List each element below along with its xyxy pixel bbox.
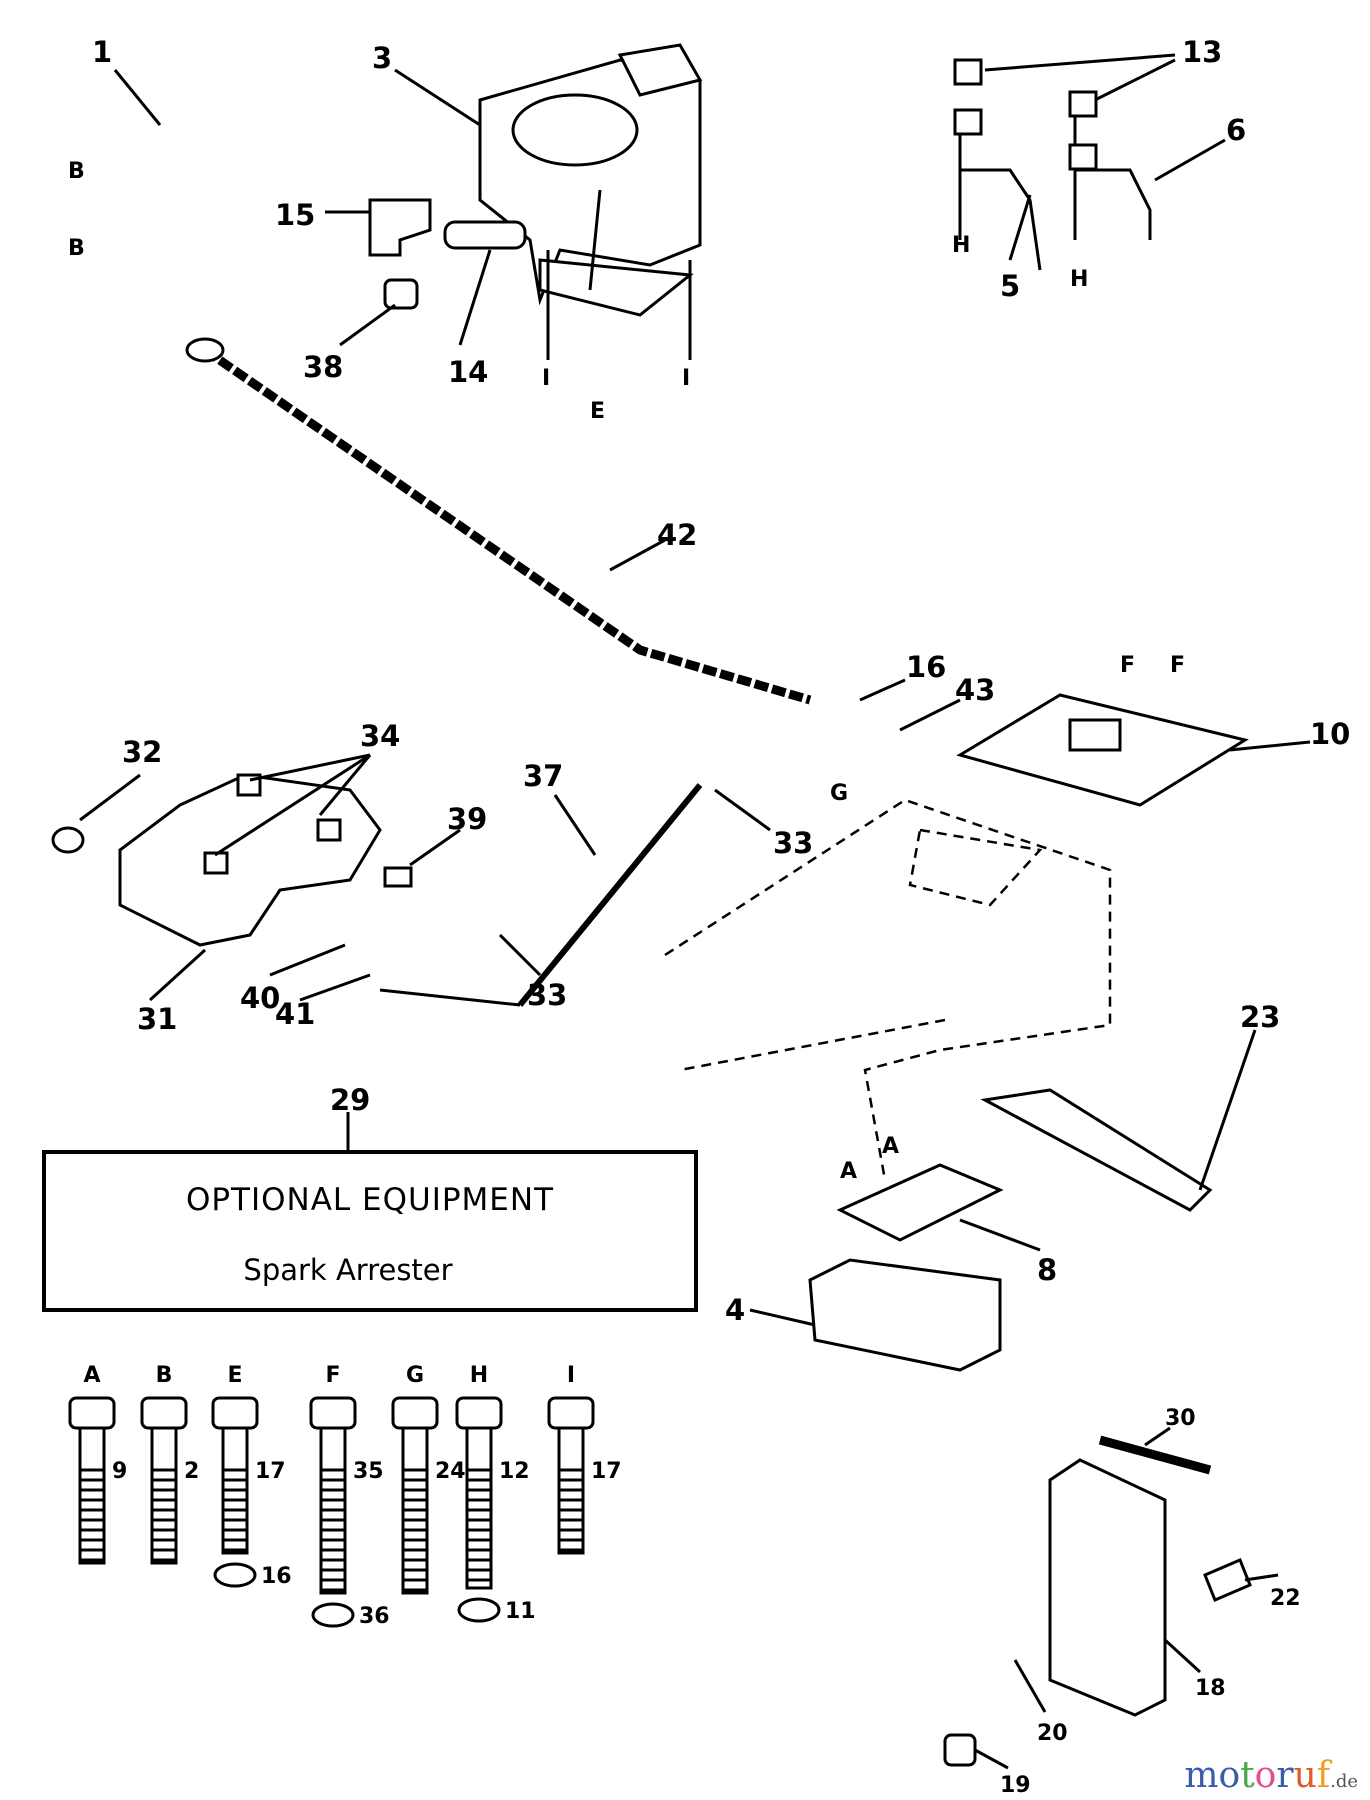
tube-part (443, 220, 527, 250)
bolt-letter: E (227, 1363, 242, 1388)
bolt-E: E 17 16 (211, 1363, 292, 1589)
ref-H: H (1070, 267, 1088, 292)
bolt-letter: A (83, 1363, 100, 1388)
fastener-references: B B H H I I E F F G A A (68, 159, 1185, 1184)
bolt-part-number: 24 (435, 1459, 466, 1484)
bolt-letter: G (406, 1363, 424, 1388)
callout-40: 40 (240, 981, 280, 1015)
bolt-part-number: 35 (353, 1459, 384, 1484)
callout-43: 43 (955, 673, 995, 707)
ref-G: G (830, 781, 848, 806)
callout-18: 18 (1195, 1676, 1226, 1701)
ref-I: I (682, 366, 690, 391)
muffler-part (808, 1258, 1002, 1372)
optional-equipment-subtitle: Spark Arrester (243, 1253, 452, 1287)
callout-33-lower: 33 (527, 978, 567, 1012)
ref-F: F (1120, 653, 1135, 678)
callout-14: 14 (448, 355, 488, 389)
callout-22: 22 (1270, 1586, 1301, 1611)
callout-34: 34 (360, 719, 400, 753)
bolt-letter: F (325, 1363, 340, 1388)
callout-42: 42 (657, 518, 697, 552)
callout-8: 8 (1037, 1253, 1057, 1287)
bolt-I: I 17 (547, 1363, 622, 1555)
bolt-part-number: 17 (255, 1459, 286, 1484)
callout-1: 1 (92, 35, 112, 69)
callout-10: 10 (1310, 717, 1350, 751)
muffler-guard-part (980, 1088, 1213, 1212)
ref-H: H (952, 233, 970, 258)
bolt-letter: I (567, 1363, 575, 1388)
callout-30: 30 (1165, 1406, 1196, 1431)
ref-E: E (590, 399, 605, 424)
callout-31: 31 (137, 1002, 177, 1036)
ref-B: B (68, 236, 85, 261)
callout-38: 38 (303, 350, 343, 384)
washer-part-number: 11 (505, 1599, 536, 1624)
bolt-part-number: 17 (591, 1459, 622, 1484)
callout-19: 19 (1000, 1773, 1031, 1798)
ref-I: I (542, 366, 550, 391)
callout-5: 5 (1000, 269, 1020, 303)
callout-33-upper: 33 (773, 826, 813, 860)
dipstick-tube-part (202, 346, 812, 705)
plug-part (383, 278, 419, 310)
callout-29: 29 (330, 1083, 370, 1117)
washer-part-number: 16 (261, 1564, 292, 1589)
callout-37: 37 (523, 759, 563, 793)
callout-3: 3 (372, 41, 392, 75)
ref-B: B (68, 159, 85, 184)
callout-20: 20 (1037, 1721, 1068, 1746)
bolt-part-number: 12 (499, 1459, 530, 1484)
callout-16: 16 (906, 650, 946, 684)
bolt-part-number: 2 (184, 1459, 199, 1484)
bolt-H: H 12 11 (455, 1363, 536, 1624)
callout-41: 41 (275, 997, 315, 1031)
callout-23: 23 (1240, 1000, 1280, 1034)
bolt-letter: B (156, 1363, 173, 1388)
motoruf-logo: motoruf.de (1184, 1755, 1358, 1796)
ref-F: F (1170, 653, 1185, 678)
bolt-G: G 24 (391, 1363, 466, 1595)
callout-39: 39 (447, 802, 487, 836)
bolt-B: B2 (140, 1363, 199, 1565)
bolt-letter: H (470, 1363, 488, 1388)
callout-labels: 1 3 13 6 15 14 38 5 42 16 43 10 32 34 37… (92, 35, 1350, 1798)
callout-15: 15 (275, 198, 315, 232)
callout-32: 32 (122, 735, 162, 769)
bolt-part-number: 9 (112, 1459, 127, 1484)
engine-part (478, 43, 703, 360)
elbow-part (368, 198, 432, 257)
fuel-tank-part (118, 773, 382, 947)
callout-13: 13 (1182, 35, 1222, 69)
bolt-A: A9 (68, 1363, 127, 1565)
callout-6: 6 (1226, 113, 1246, 147)
optional-equipment-box: OPTIONAL EQUIPMENT Spark Arrester (42, 1150, 698, 1312)
ref-A: A (882, 1134, 899, 1159)
screen-part (1048, 1458, 1167, 1717)
washer-part-number: 36 (359, 1604, 390, 1629)
callout-4: 4 (725, 1293, 745, 1327)
bolt-F: F 35 36 (309, 1363, 390, 1629)
ref-A: A (840, 1159, 857, 1184)
optional-equipment-title: OPTIONAL EQUIPMENT (186, 1182, 554, 1218)
